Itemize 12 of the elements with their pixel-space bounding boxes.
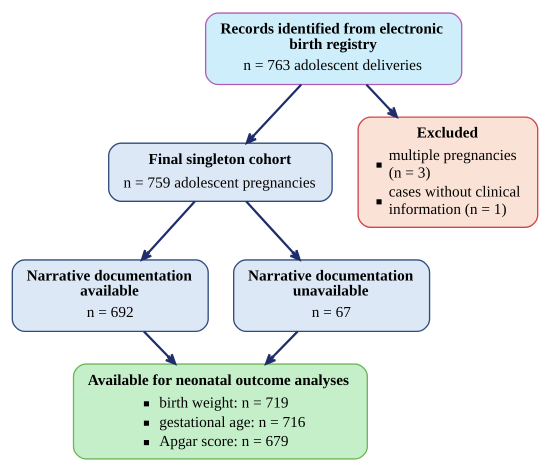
arrow bbox=[140, 200, 196, 260]
node-box: Available for neonatal outcome analyses birth weight: n = 719 gestational age: n = 716 Apgar score: n = 679 bbox=[72, 362, 368, 460]
arrow bbox=[264, 330, 298, 364]
arrow bbox=[246, 83, 302, 144]
node-box: Narrative documentation available n = 692 bbox=[12, 258, 209, 332]
arrow bbox=[143, 330, 176, 364]
node-box: Excluded multiple pregnancies (n = 3) cases without clinical information (n = 1) bbox=[357, 116, 538, 228]
arrow bbox=[366, 83, 398, 118]
arrow bbox=[245, 200, 301, 260]
node-box: Final singleton cohort n = 759 adolescent pregnancies bbox=[108, 142, 333, 202]
node-box: Records identified from electronic birth registry n = 763 adolescent deliveries bbox=[204, 12, 462, 85]
node-box: Narrative documentation unavailable n = 67 bbox=[233, 258, 430, 332]
